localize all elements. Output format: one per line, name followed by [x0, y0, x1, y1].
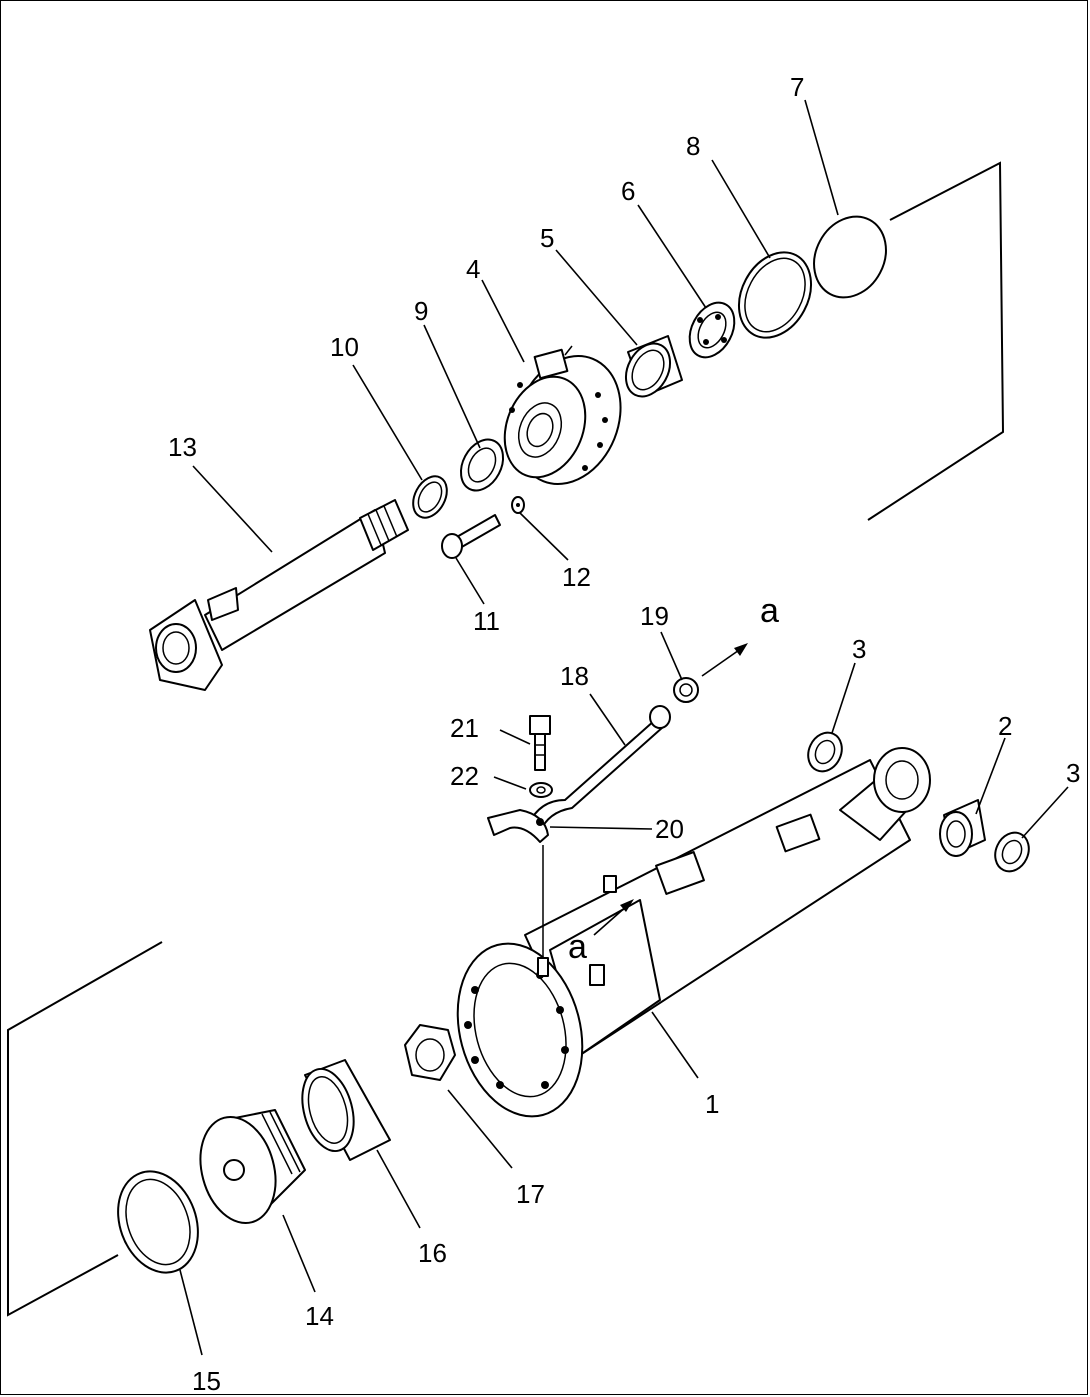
part-10-snap-ring — [412, 475, 448, 519]
connection-arrow-mid — [593, 899, 634, 936]
part-9-dust-seal — [459, 438, 505, 492]
upper-assembly-bracket — [867, 161, 1005, 521]
callout-3-right: 3 — [1066, 758, 1080, 788]
callout-9: 9 — [414, 296, 428, 326]
connection-mark-a-top: a — [760, 592, 779, 630]
connection-arrow-top — [701, 643, 748, 677]
callout-16: 16 — [418, 1238, 447, 1268]
callout-6: 6 — [621, 176, 635, 206]
clamp-mount-line — [537, 845, 549, 977]
part-14-piston — [199, 1109, 306, 1224]
callout-20: 20 — [655, 814, 684, 844]
part-7-o-ring — [813, 215, 887, 299]
part-6-packing — [688, 301, 736, 359]
leader-lines — [179, 99, 1069, 1356]
part-15-piston-ring — [117, 1170, 199, 1274]
part-3-seal-top — [807, 731, 843, 773]
callout-12: 12 — [562, 562, 591, 592]
callout-18: 18 — [560, 661, 589, 691]
callout-4: 4 — [466, 254, 480, 284]
callout-22: 22 — [450, 761, 479, 791]
lower-assembly-bracket — [7, 941, 163, 1317]
part-1-cylinder — [456, 747, 931, 1118]
part-22-washer — [529, 782, 553, 798]
callout-7: 7 — [790, 72, 804, 102]
part-20-clamp — [487, 809, 549, 843]
part-3-seal-right — [994, 831, 1030, 873]
callout-3-top: 3 — [852, 634, 866, 664]
connection-mark-a-mid: a — [568, 928, 587, 966]
part-4-cylinder-head — [503, 345, 622, 485]
part-16-wear-ring — [301, 1059, 391, 1161]
callout-15: 15 — [192, 1366, 221, 1396]
callout-2: 2 — [998, 711, 1012, 741]
callout-13: 13 — [168, 432, 197, 462]
part-19-elbow — [673, 677, 699, 703]
callout-21: 21 — [450, 713, 479, 743]
part-8-backup-ring — [738, 251, 812, 339]
part-11-bolt — [441, 514, 501, 559]
part-5-bushing — [624, 335, 683, 398]
callout-10: 10 — [330, 332, 359, 362]
part-12-washer — [511, 496, 525, 514]
callout-19: 19 — [640, 601, 669, 631]
part-18-tube — [527, 705, 671, 833]
part-2-bushing — [939, 799, 986, 857]
callout-8: 8 — [686, 131, 700, 161]
part-21-bolt — [529, 715, 551, 771]
callout-17: 17 — [516, 1179, 545, 1209]
callout-5: 5 — [540, 223, 554, 253]
callout-1: 1 — [705, 1089, 719, 1119]
part-13-piston-rod — [149, 499, 409, 691]
part-17-nut — [404, 1024, 456, 1081]
callout-11: 11 — [473, 606, 500, 636]
callout-14: 14 — [305, 1301, 334, 1331]
